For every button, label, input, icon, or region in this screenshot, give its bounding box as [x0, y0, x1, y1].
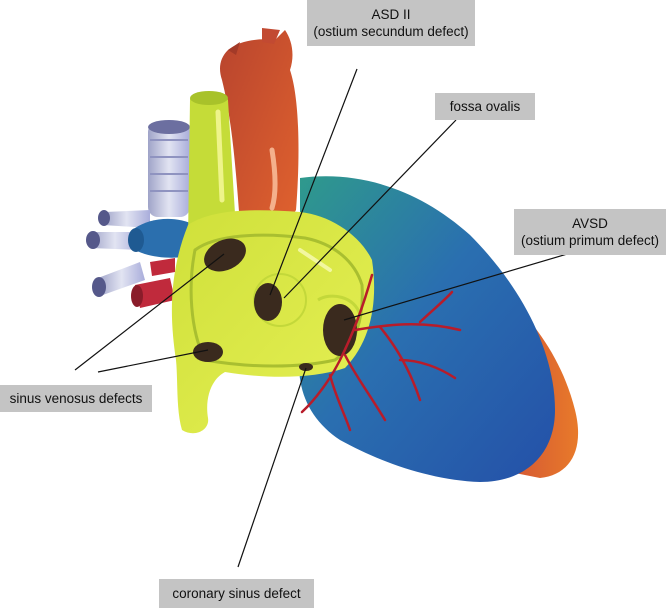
label-avsd-line1: AVSD [572, 216, 608, 231]
aorta [220, 30, 299, 229]
leader-lines [74, 68, 575, 568]
label-sinus-venosus-text: sinus venosus defects [9, 391, 143, 406]
asd2-defect [254, 283, 282, 321]
leader-asd2 [269, 68, 358, 296]
leader-sinus-upper [74, 253, 225, 371]
coronary-sinus-defect [299, 363, 313, 371]
aorta-highlight [269, 147, 278, 211]
label-avsd: AVSD (ostium primum defect) [514, 209, 666, 255]
avsd-ring [317, 294, 362, 316]
sinus-venosus-defect-upper [204, 238, 246, 272]
leader-avsd [343, 251, 575, 321]
label-avsd-line2: (ostium primum defect) [520, 233, 660, 248]
trachea [148, 120, 190, 217]
label-asd2-line2: (ostium secundum defect) [313, 24, 469, 39]
label-asd2: ASD II (ostium secundum defect) [307, 0, 475, 46]
label-fossa-ovalis: fossa ovalis [435, 93, 535, 120]
label-coronary-sinus-text: coronary sinus defect [172, 586, 301, 601]
label-coronary-sinus: coronary sinus defect [159, 579, 314, 608]
label-sinus-venosus: sinus venosus defects [0, 385, 152, 412]
label-asd2-line1: ASD II [371, 7, 411, 22]
leader-fossa-ovalis [283, 119, 457, 299]
leader-coronary-sinus [237, 367, 307, 568]
fossa-ovalis-ring [253, 273, 307, 327]
sinus-venosus-defect-lower [193, 342, 223, 362]
coronary-arteries [300, 273, 462, 432]
label-fossa-ovalis-text: fossa ovalis [449, 99, 521, 114]
leader-sinus-lower [97, 349, 209, 373]
pulmonary-vein [135, 218, 195, 258]
avsd-defect [323, 304, 357, 356]
bronchi [86, 210, 150, 297]
superior-vena-cava [188, 92, 236, 240]
